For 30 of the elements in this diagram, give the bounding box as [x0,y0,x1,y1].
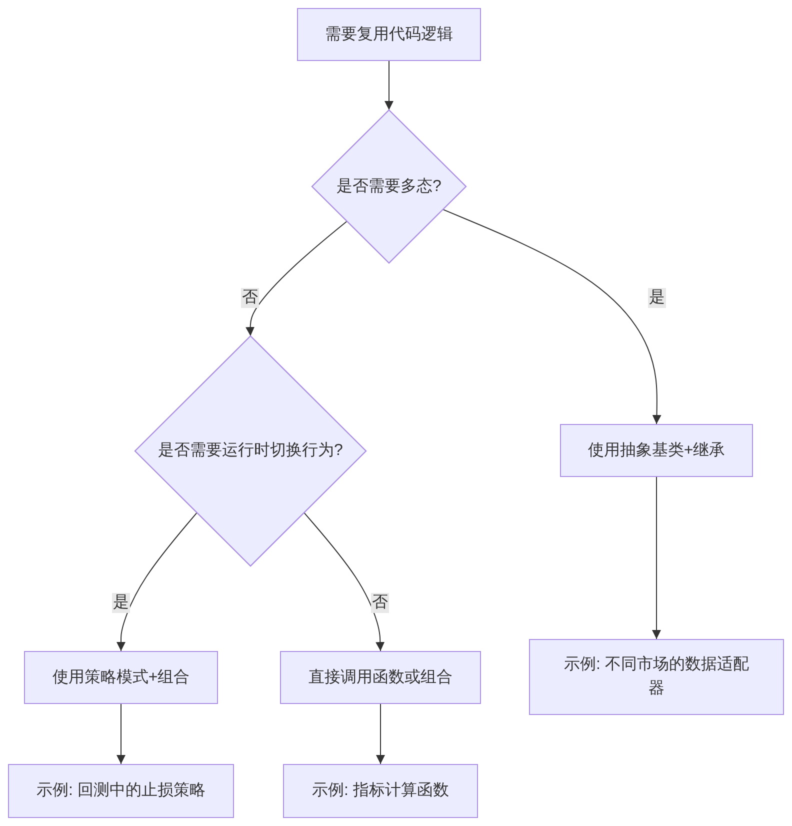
process-box [297,8,481,61]
arrow [304,512,385,652]
decision-text: 是否需要运行时切换行为? [158,440,343,461]
process-box [280,651,481,704]
node-text: 示例: 回测中的止损策略 [36,780,206,801]
edge-label: 否 [371,592,389,614]
process-box [8,764,234,818]
process-box [560,424,753,477]
edge-label: 否 [241,288,259,308]
decision-text: 是否需要多态? [336,176,442,196]
decision-diamond [135,336,366,566]
edge-label: 是 [112,592,130,614]
process-box [529,639,784,715]
arrow [442,208,662,424]
edge-label: 是 [648,288,666,308]
node-text: 需要复用代码逻辑 [325,24,453,44]
arrow [652,476,661,640]
node-text: 示例: 指标计算函数 [312,780,449,801]
node-text: 直接调用函数或组合 [308,668,452,688]
process-box [283,764,478,818]
node-text: 示例: 不同市场的数据适配器 [563,654,750,699]
arrow [116,512,198,652]
process-box [24,651,218,704]
node-text: 使用抽象基类+继承 [588,440,726,460]
arrow [246,220,348,336]
arrow [384,60,394,110]
arrow [376,704,385,764]
node-text: 使用策略模式+组合 [52,668,190,688]
arrow [116,704,126,764]
decision-diamond [312,110,466,263]
